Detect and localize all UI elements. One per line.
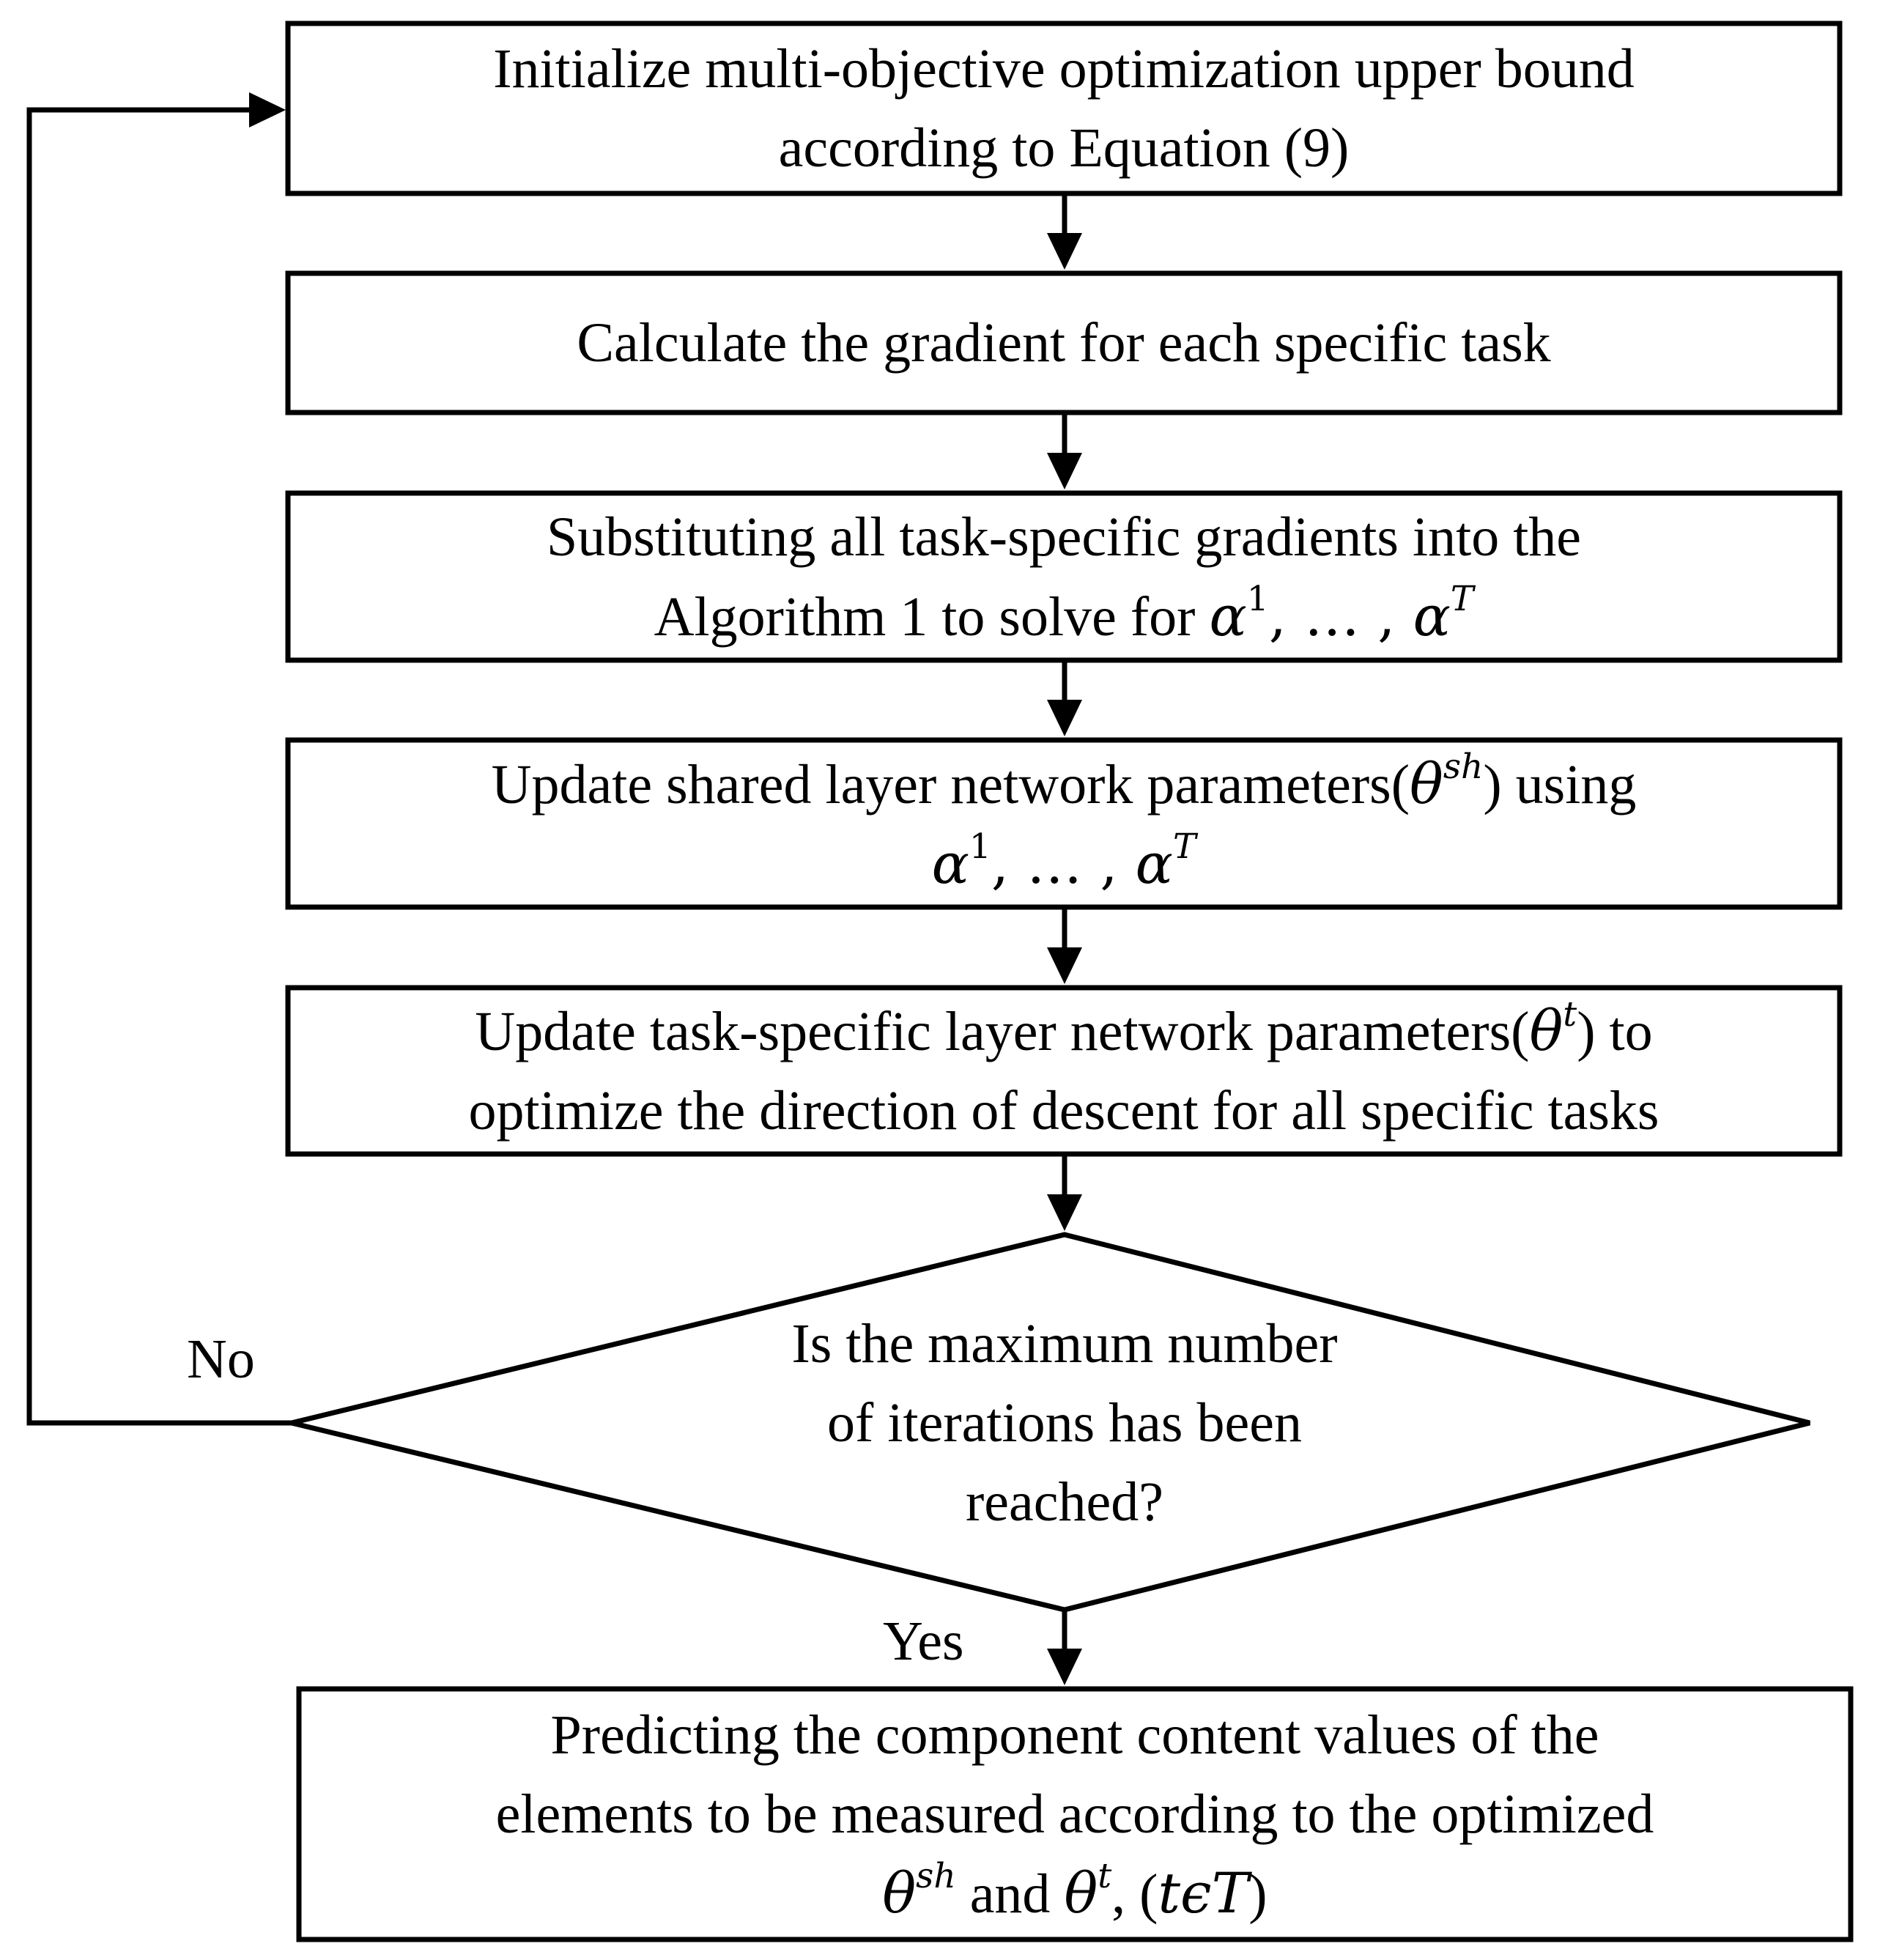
- update-shared-prefix: Update shared layer network parameters(: [491, 753, 1410, 816]
- theta-sh-symbol: θsh: [1410, 747, 1484, 816]
- update-shared-suffix: ) using: [1483, 753, 1637, 816]
- edge-label-no: No: [187, 1328, 255, 1390]
- update-task-box-text: Update task-specific layer network param…: [288, 988, 1840, 1154]
- init-line-1: Initialize multi-objective optimization …: [493, 38, 1635, 100]
- init-line-2: according to Equation (9): [778, 117, 1350, 179]
- decision-line-3: reached?: [966, 1471, 1163, 1533]
- arrow-substitute-to-update-shared: [1047, 660, 1082, 736]
- alpha-range-expression: α1, … , αT: [1209, 579, 1474, 648]
- init-box-text: Initialize multi-objective optimization …: [288, 23, 1840, 193]
- theta-t-symbol: θt: [1529, 994, 1577, 1063]
- predict-box-text: Predicting the component content values …: [299, 1689, 1851, 1939]
- gradient-box-text: Calculate the gradient for each specific…: [288, 273, 1840, 413]
- substitute-line-2-prefix: Algorithm 1 to solve for: [654, 585, 1210, 648]
- update-task-prefix: Update task-specific layer network param…: [475, 1001, 1530, 1062]
- substitute-box: [285, 490, 1843, 663]
- update-task-line-2: optimize the direction of descent for al…: [468, 1080, 1659, 1142]
- decision-line-2: of iterations has been: [827, 1392, 1302, 1454]
- edge-label-yes: Yes: [883, 1610, 964, 1672]
- theta-sh-final: θsh: [882, 1856, 956, 1926]
- t-in-T-expression: tϵT: [1158, 1860, 1249, 1926]
- substitute-box-text: Substituting all task-specific gradients…: [288, 493, 1840, 660]
- theta-t-final: θt: [1064, 1856, 1112, 1926]
- gradient-line-1: Calculate the gradient for each specific…: [577, 312, 1551, 374]
- arrow-update-task-to-decision: [1047, 1154, 1082, 1231]
- arrow-decision-to-predict-yes: [1047, 1610, 1082, 1685]
- gradient-box: [285, 270, 1843, 415]
- predict-line-2: elements to be measured according to the…: [495, 1783, 1654, 1845]
- substitute-line-2: Algorithm 1 to solve for α1, … , αT: [654, 577, 1474, 657]
- predict-box: [296, 1686, 1854, 1942]
- update-task-line-1: Update task-specific layer network param…: [475, 991, 1652, 1071]
- decision-text: Is the maximum number of iterations has …: [659, 1304, 1470, 1542]
- update-task-suffix: ) to: [1577, 1001, 1653, 1062]
- update-shared-alpha-expression: α1, … , αT: [931, 826, 1196, 896]
- predict-line-1: Predicting the component content values …: [550, 1704, 1599, 1766]
- update-shared-box-text: Update shared layer network parameters(θ…: [288, 740, 1840, 907]
- substitute-line-1: Substituting all task-specific gradients…: [546, 506, 1582, 568]
- predict-line-3: θsh and θt, (tϵT): [882, 1856, 1267, 1926]
- update-shared-box: [285, 737, 1843, 910]
- arrow-decision-loop-no: [26, 92, 292, 1426]
- arrow-gradient-to-substitute: [1047, 413, 1082, 489]
- arrow-init-to-gradient: [1047, 193, 1082, 270]
- arrow-update-shared-to-update-task: [1047, 907, 1082, 984]
- init-box: [285, 21, 1843, 196]
- update-shared-line-1: Update shared layer network parameters(θ…: [492, 744, 1637, 824]
- decision-line-1: Is the maximum number: [791, 1313, 1338, 1375]
